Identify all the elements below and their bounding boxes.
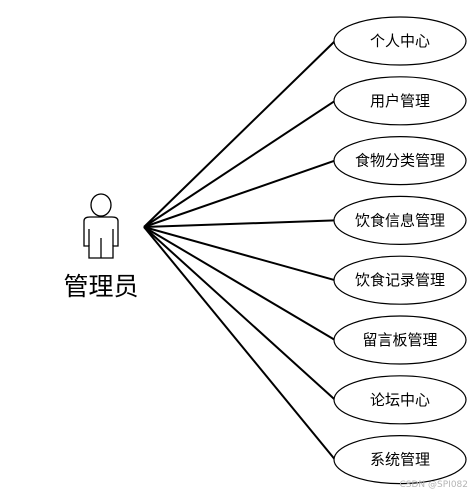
use-case-ellipse (333, 76, 467, 126)
use-case-food-category-management: 食物分类管理 (333, 136, 467, 186)
use-case-label: 用户管理 (370, 92, 430, 110)
use-case-ellipse (333, 375, 467, 425)
use-case-personal-center: 个人中心 (333, 16, 467, 66)
association-line-user-management (143, 99, 336, 228)
use-case-ellipse (333, 255, 467, 305)
association-line-message-board-management (143, 226, 336, 341)
use-case-user-management: 用户管理 (333, 76, 467, 126)
use-case-system-management: 系统管理 (333, 435, 467, 485)
association-lines (143, 40, 336, 461)
use-case-label: 系统管理 (370, 451, 430, 469)
association-line-system-management (143, 226, 336, 461)
association-line-personal-center (143, 40, 336, 228)
use-case-diet-record-management: 饮食记录管理 (333, 255, 467, 305)
use-case-ellipse (333, 315, 467, 365)
use-case-message-board-management: 留言板管理 (333, 315, 467, 365)
use-case-ellipse (333, 195, 467, 245)
association-line-food-category-management (143, 159, 336, 228)
use-case-ellipse (333, 435, 467, 485)
watermark: CSDN @SPI082 (400, 480, 469, 490)
association-line-diet-info-management (143, 219, 336, 228)
use-case-label: 食物分类管理 (355, 152, 445, 170)
association-line-diet-record-management (143, 226, 336, 282)
actor-label: 管理员 (63, 272, 138, 301)
actor: 管理员 (63, 193, 139, 301)
stick-figure-actor-icon (83, 193, 119, 259)
use-case-label: 饮食信息管理 (355, 211, 445, 229)
use-case-label: 个人中心 (370, 32, 430, 50)
use-case-label: 论坛中心 (370, 391, 430, 409)
use-case-label: 留言板管理 (362, 331, 437, 349)
use-case-ellipse (333, 16, 467, 66)
use-case-forum-center: 论坛中心 (333, 375, 467, 425)
use-case-label: 饮食记录管理 (355, 271, 445, 289)
use-case-ellipse (333, 136, 467, 186)
association-line-forum-center (143, 226, 336, 401)
use-case-diet-info-management: 饮食信息管理 (333, 195, 467, 245)
